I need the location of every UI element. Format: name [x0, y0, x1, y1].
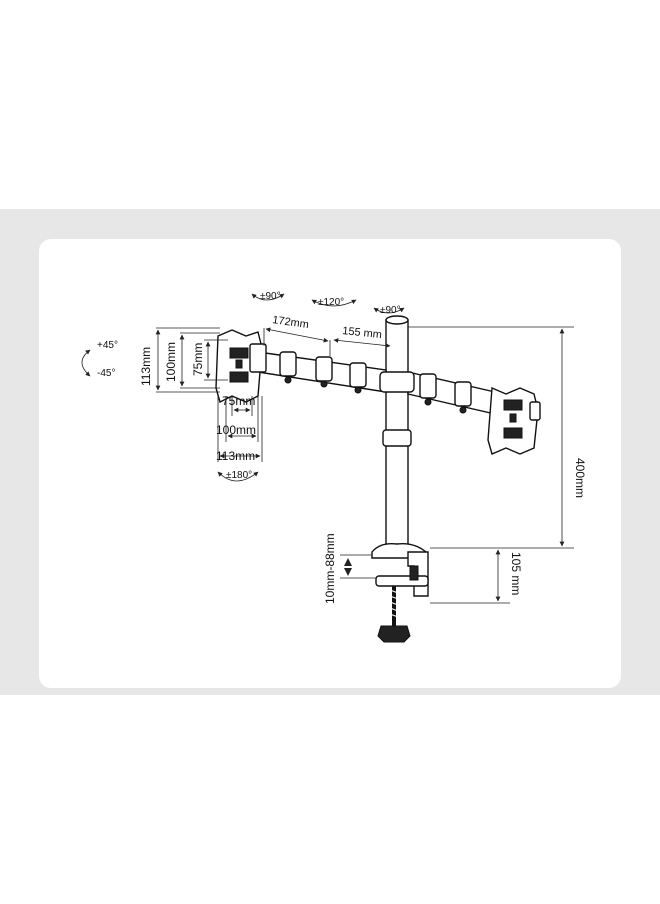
- vesa-width-100: 100mm: [216, 423, 256, 437]
- desk-clamp: [371, 542, 429, 643]
- left-vesa-plate: [215, 329, 267, 404]
- svg-text:-45°: -45°: [97, 368, 115, 379]
- svg-text:±180°: ±180°: [226, 470, 252, 481]
- svg-text:+45°: +45°: [97, 340, 118, 351]
- arm-joint: [315, 356, 333, 382]
- svg-text:±120°: ±120°: [318, 297, 344, 308]
- arm-knob: [320, 380, 328, 388]
- svg-text:100mm: 100mm: [164, 342, 178, 382]
- tilt-indicator: +45° -45°: [81, 340, 118, 379]
- arm-outer-dimension: 172mm: [263, 314, 331, 356]
- left-arm: [257, 351, 387, 394]
- svg-text:400mm: 400mm: [573, 458, 587, 498]
- swivel-mid-indicator: ±120°: [311, 297, 357, 308]
- swivel-left-indicator: ±90°: [251, 291, 285, 302]
- pole-height-dimension: 400mm: [408, 326, 587, 549]
- svg-text:113mm: 113mm: [139, 347, 153, 386]
- pole-collar: [382, 429, 412, 447]
- arm-knob: [284, 376, 292, 384]
- vesa-height-100: 100mm: [164, 332, 220, 389]
- arm-knob: [459, 406, 467, 414]
- pole: [382, 315, 412, 553]
- arm-knob: [424, 398, 432, 406]
- svg-text:±90°: ±90°: [380, 305, 401, 316]
- vesa-height-113: 113mm: [139, 327, 220, 393]
- tilt-hinge: [529, 401, 541, 421]
- clamp-knob: [377, 625, 411, 643]
- swivel-right-indicator: ±90°: [373, 305, 405, 316]
- clamp-height-dimension: 105 mm: [430, 549, 523, 604]
- pole-arm-hub: [379, 371, 415, 393]
- vesa-slot: [503, 399, 523, 411]
- vesa-height-75: 75mm: [191, 339, 228, 381]
- right-vesa-plate: [487, 386, 541, 455]
- svg-text:172mm: 172mm: [272, 314, 310, 331]
- vesa-slot: [229, 371, 249, 383]
- vesa-slot: [229, 347, 249, 359]
- diagram-card: [39, 239, 621, 688]
- arm-joint: [349, 362, 367, 388]
- clamp-pressure-plate: [375, 575, 429, 587]
- svg-text:155 mm: 155 mm: [342, 325, 383, 341]
- arm-joint: [419, 373, 437, 399]
- arm-inner-dimension: 155 mm: [333, 325, 391, 348]
- svg-text:10mm-88mm: 10mm-88mm: [323, 533, 337, 604]
- arm-knob: [354, 386, 362, 394]
- vesa-width-75: 75mm: [222, 394, 255, 408]
- right-arm: [407, 371, 496, 415]
- arm-joint: [279, 351, 297, 377]
- svg-text:±90°: ±90°: [260, 291, 281, 302]
- vesa-width-dimensions: 75mm 100mm 113mm: [216, 394, 263, 463]
- rotate-indicator: ±180°: [217, 470, 259, 482]
- svg-text:105 mm: 105 mm: [509, 552, 523, 595]
- vesa-width-113: 113mm: [216, 449, 255, 463]
- vesa-slot: [503, 427, 523, 439]
- arm-joint: [454, 381, 472, 407]
- tilt-hinge: [249, 343, 267, 373]
- svg-text:75mm: 75mm: [191, 343, 205, 376]
- clamp-range-dimension: 10mm-88mm: [323, 533, 376, 604]
